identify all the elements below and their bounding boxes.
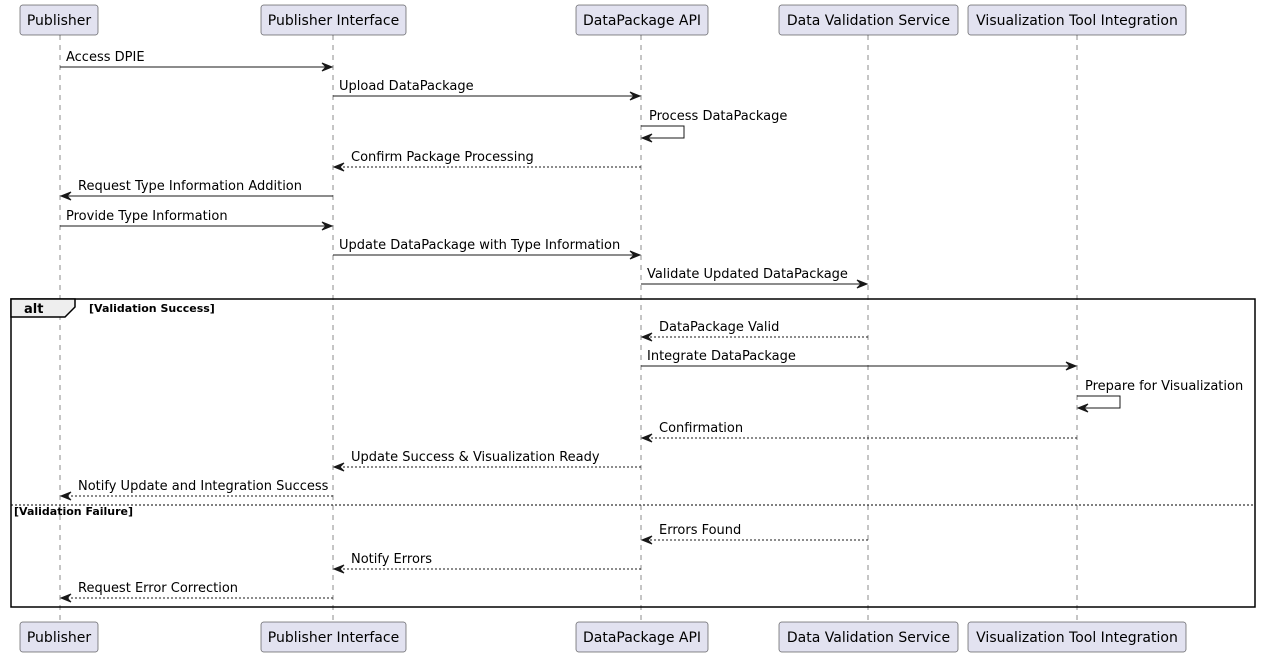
message-6: Provide Type Information (60, 209, 334, 231)
alt-keyword: alt (24, 302, 43, 317)
arrowhead (59, 491, 72, 501)
message-label: Integrate DataPackage (647, 349, 796, 364)
participant-top-api: DataPackage API (575, 4, 709, 36)
message-12: Confirmation (640, 421, 1077, 443)
message-label: Update DataPackage with Type Information (339, 238, 620, 253)
arrowhead (332, 564, 345, 574)
participant-top-dvs: Data Validation Service (778, 4, 959, 36)
arrowhead (640, 332, 653, 342)
participant-label: Visualization Tool Integration (976, 630, 1178, 646)
arrowhead (59, 191, 72, 201)
message-label: Request Error Correction (78, 581, 238, 596)
arrowhead (59, 593, 72, 603)
arrowhead (640, 133, 653, 143)
alt-frame-border (10, 298, 1256, 608)
arrowhead (332, 462, 345, 472)
participant-label: Publisher (27, 630, 92, 646)
message-3: Process DataPackage (640, 109, 787, 143)
participant-label: DataPackage API (583, 630, 701, 646)
alt-guard-failure: [Validation Failure] (14, 505, 133, 518)
arrowhead (321, 221, 334, 231)
message-label: Confirm Package Processing (351, 150, 534, 165)
participant-top-pub: Publisher (19, 4, 99, 36)
message-13: Update Success & Visualization Ready (332, 450, 641, 472)
participant-label: Publisher Interface (268, 630, 399, 646)
message-label: Request Type Information Addition (78, 179, 302, 194)
message-15: Errors Found (640, 523, 868, 545)
message-label: Provide Type Information (66, 209, 228, 224)
message-label: Process DataPackage (649, 109, 787, 124)
participant-bottom-dvs: Data Validation Service (778, 621, 959, 653)
message-2: Upload DataPackage (333, 79, 642, 101)
self-message-line (641, 125, 685, 139)
message-7: Update DataPackage with Type Information (333, 238, 642, 260)
arrowhead (1065, 361, 1078, 371)
message-label: Confirmation (659, 421, 743, 436)
arrowhead (629, 91, 642, 101)
arrowhead (1076, 403, 1089, 413)
message-label: Validate Updated DataPackage (647, 267, 848, 282)
participant-top-vti: Visualization Tool Integration (967, 4, 1187, 36)
message-11: Prepare for Visualization (1076, 379, 1243, 413)
alt-frame-tab (10, 298, 76, 318)
arrowhead (640, 433, 653, 443)
participant-bottom-api: DataPackage API (575, 621, 709, 653)
participant-bottom-pi: Publisher Interface (260, 621, 407, 653)
message-17: Request Error Correction (59, 581, 333, 603)
arrowhead (321, 62, 334, 72)
participant-label: Publisher (27, 13, 92, 29)
message-10: Integrate DataPackage (641, 349, 1078, 371)
self-message-line (1077, 395, 1121, 409)
arrowhead (856, 279, 869, 289)
message-label: Notify Update and Integration Success (78, 479, 329, 494)
message-label: Notify Errors (351, 552, 432, 567)
message-4: Confirm Package Processing (332, 150, 641, 172)
participant-top-pi: Publisher Interface (260, 4, 407, 36)
arrowhead (332, 162, 345, 172)
message-14: Notify Update and Integration Success (59, 479, 333, 501)
message-9: DataPackage Valid (640, 320, 868, 342)
message-label: Access DPIE (66, 50, 145, 65)
participant-label: Visualization Tool Integration (976, 13, 1178, 29)
participant-label: Data Validation Service (787, 630, 950, 646)
alt-fragment: alt [Validation Success] [Validation Failu… (10, 298, 1256, 608)
message-8: Validate Updated DataPackage (641, 267, 869, 289)
alt-guard-success: [Validation Success] (89, 302, 215, 315)
participant-label: Publisher Interface (268, 13, 399, 29)
message-1: Access DPIE (60, 50, 334, 72)
message-label: Errors Found (659, 523, 741, 538)
message-label: Prepare for Visualization (1085, 379, 1243, 394)
message-16: Notify Errors (332, 552, 641, 574)
arrowhead (640, 535, 653, 545)
participant-label: DataPackage API (583, 13, 701, 29)
message-5: Request Type Information Addition (59, 179, 333, 201)
message-label: Update Success & Visualization Ready (351, 450, 600, 465)
arrowhead (629, 250, 642, 260)
participant-label: Data Validation Service (787, 13, 950, 29)
participant-bottom-vti: Visualization Tool Integration (967, 621, 1187, 653)
message-label: Upload DataPackage (339, 79, 474, 94)
message-label: DataPackage Valid (659, 320, 779, 335)
participant-bottom-pub: Publisher (19, 621, 99, 653)
